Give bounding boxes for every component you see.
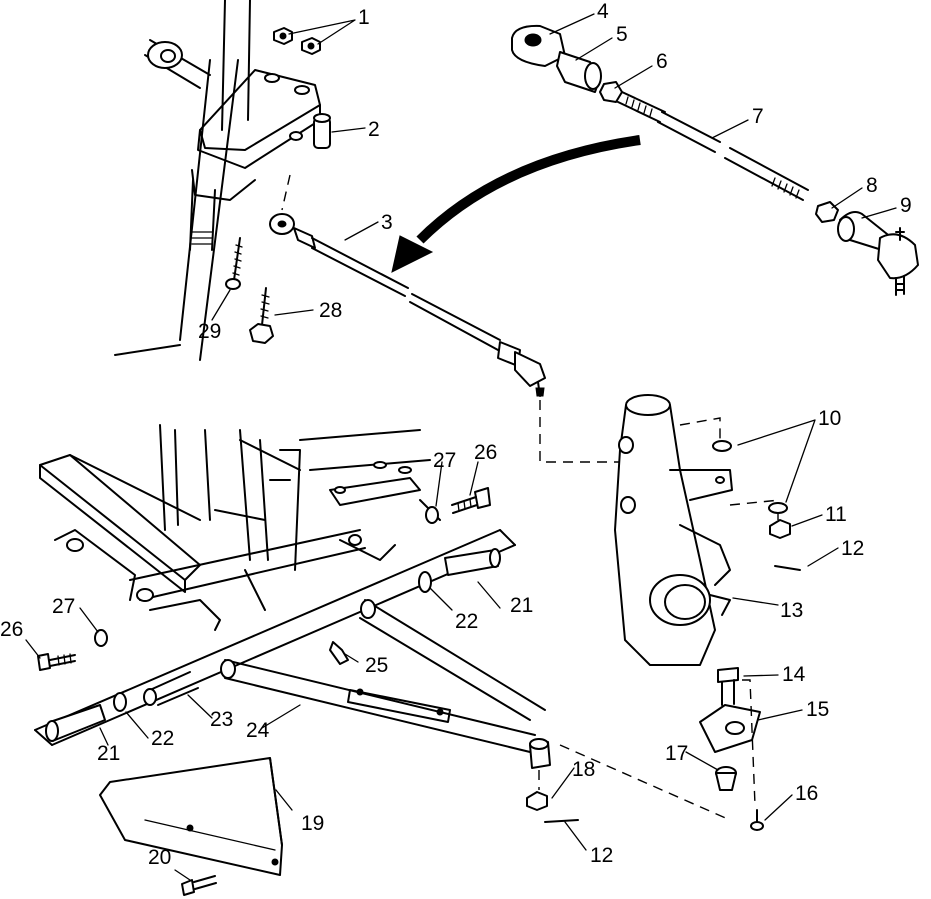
callout-1: 1 [358, 6, 370, 29]
nut-11 [769, 519, 791, 539]
cotter-pin-12-lower [544, 819, 579, 823]
callout-2: 2 [368, 118, 380, 141]
callout-6: 6 [656, 50, 668, 73]
bolt-14 [717, 667, 739, 706]
tie-rod-7 [617, 91, 809, 201]
assembly-lines [281, 174, 781, 821]
callout-9: 9 [900, 194, 912, 217]
bushing-21-left [45, 704, 106, 742]
nut-18 [526, 791, 548, 811]
a-arm-24 [220, 599, 546, 753]
nut-1-pair [273, 27, 321, 55]
washer-22-left [113, 692, 127, 712]
callout-20: 20 [148, 846, 171, 869]
callout-13: 13 [780, 599, 803, 622]
bolt-28 [249, 287, 274, 344]
ball-joint-17 [715, 766, 737, 791]
nut-6 [599, 81, 623, 103]
callout-27-left: 27 [52, 595, 75, 618]
bolt-26-left [37, 653, 76, 671]
steering-post-assembly [114, 0, 321, 361]
frame [39, 424, 441, 631]
callout-19: 19 [301, 812, 324, 835]
callout-3: 3 [381, 211, 393, 234]
callout-16: 16 [795, 782, 818, 805]
washer-27-left [94, 629, 108, 647]
callout-4: 4 [597, 0, 609, 23]
jam-nut-5 [556, 51, 602, 93]
callout-22-left: 22 [151, 727, 174, 750]
callout-10: 10 [818, 407, 841, 430]
callout-12-upper: 12 [841, 537, 864, 560]
callout-14: 14 [782, 663, 806, 686]
bolt-20 [181, 875, 217, 896]
washer-27-right [425, 506, 439, 524]
callout-26-left: 26 [0, 618, 23, 641]
washer-10 [712, 440, 788, 514]
cotter-pin-12-upper [774, 565, 801, 571]
a-arm-pivot-tube-23 [34, 529, 516, 746]
bushing-21-right [444, 548, 501, 576]
nut-8 [815, 201, 839, 223]
callout-23: 23 [210, 708, 233, 731]
skid-plate-19 [99, 757, 283, 876]
callout-5: 5 [616, 23, 628, 46]
ball-joint-9 [837, 211, 919, 296]
bolt-26-right [451, 487, 491, 514]
callout-7: 7 [752, 105, 764, 128]
washer-22-right [418, 571, 432, 593]
callout-8: 8 [866, 174, 878, 197]
spacer-18-upper [529, 738, 551, 769]
callout-15: 15 [806, 698, 829, 721]
screw-16 [750, 809, 764, 831]
tie-rod-3 [269, 213, 546, 397]
callout-11: 11 [825, 503, 847, 526]
callout-27-right: 27 [433, 449, 456, 472]
callout-25: 25 [365, 654, 388, 677]
callout-17: 17 [665, 742, 688, 765]
callout-21-right: 21 [510, 594, 533, 617]
callout-22-right: 22 [455, 610, 478, 633]
bolt-29 [225, 237, 243, 290]
callout-28: 28 [319, 299, 342, 322]
bracket-2 [313, 113, 331, 149]
plate-15 [699, 704, 761, 753]
leader-lines [25, 13, 897, 881]
grease-fitting-25 [329, 641, 349, 665]
callout-26-right: 26 [474, 441, 497, 464]
callout-21-left: 21 [97, 742, 120, 765]
assembly-arrow [391, 135, 641, 273]
callout-29: 29 [198, 320, 221, 343]
callout-24: 24 [246, 719, 270, 742]
callouts: 1 2 3 4 5 6 7 8 9 10 11 12 13 14 15 16 1… [0, 0, 912, 869]
rod-end-4 [511, 24, 566, 67]
knuckle-13 [614, 394, 733, 666]
callout-12-lower: 12 [590, 844, 613, 867]
callout-18: 18 [572, 758, 595, 781]
